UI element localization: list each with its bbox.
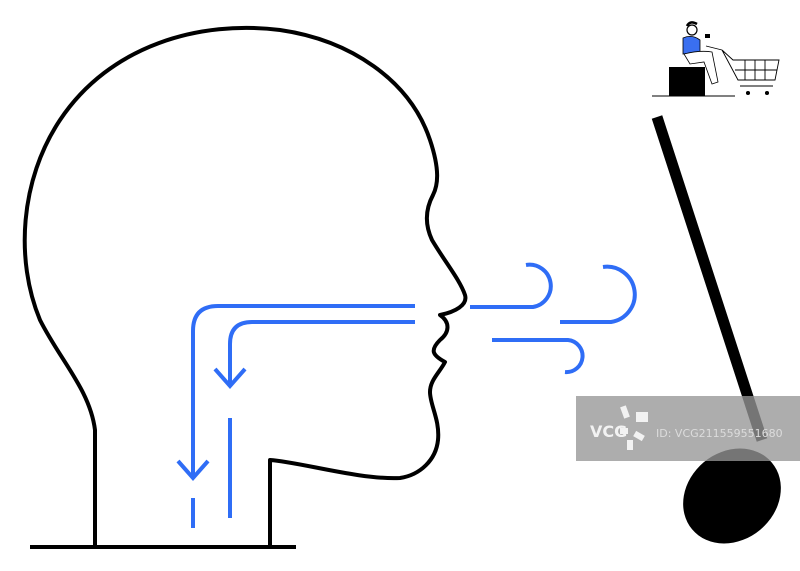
breath-curl-1 xyxy=(470,262,553,309)
breath-curl-3 xyxy=(492,338,585,375)
box-seat xyxy=(669,67,705,96)
arrow-head-icon xyxy=(213,367,247,390)
arrow-head-icon xyxy=(176,459,210,482)
airflow-arrows xyxy=(176,304,415,528)
watermark-logo: VCG xyxy=(590,422,627,441)
breath-curls xyxy=(470,262,637,375)
figure-shirt xyxy=(682,36,701,55)
airflow-path-inner xyxy=(228,320,415,385)
watermark-id: ID: VCG211559551680 xyxy=(656,427,783,440)
figure-head xyxy=(686,24,698,36)
watermark: VCG ID: VCG211559551680 xyxy=(576,396,800,461)
music-note-icon xyxy=(651,115,781,544)
watermark-burst-icon xyxy=(620,405,648,450)
airflow-path-outer xyxy=(191,304,415,476)
breath-curl-2 xyxy=(560,264,637,324)
shopper-figure xyxy=(652,21,780,97)
shopping-cart-icon xyxy=(721,49,780,96)
head-outline xyxy=(22,25,468,545)
